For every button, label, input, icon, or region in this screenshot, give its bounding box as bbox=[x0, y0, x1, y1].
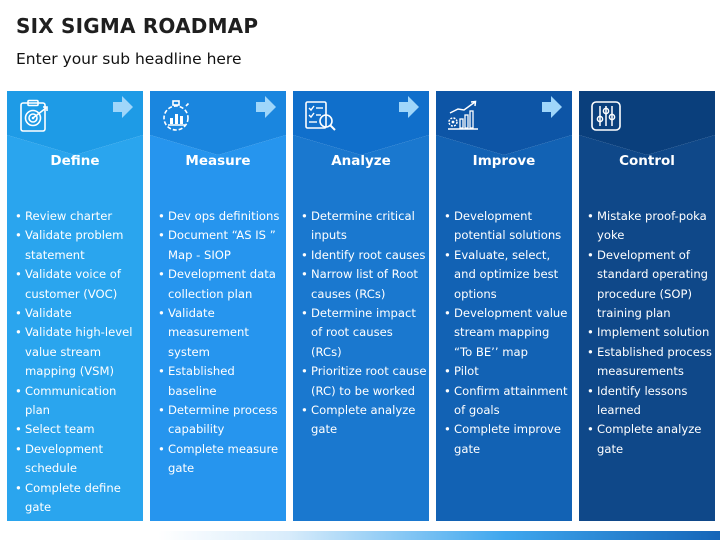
column-title: Improve bbox=[472, 153, 536, 169]
list-item: Established baseline bbox=[158, 362, 284, 401]
header-wedge-shape bbox=[150, 91, 286, 201]
list-item: Select team bbox=[15, 420, 141, 440]
list-item: Determine process capability bbox=[158, 401, 284, 440]
list-item: Development potential solutions bbox=[444, 207, 570, 246]
column-header: Analyze bbox=[293, 91, 429, 201]
list-item: Development value stream mapping “To BE’… bbox=[444, 304, 570, 362]
list-item: Communication plan bbox=[15, 382, 141, 421]
list-item: Confirm attainment of goals bbox=[444, 382, 570, 421]
column-item-list: Development potential solutions Evaluate… bbox=[444, 207, 570, 459]
header-wedge-shape bbox=[579, 91, 715, 201]
stopwatch-chart-icon bbox=[163, 100, 190, 131]
list-item: Review charter bbox=[15, 207, 141, 227]
column-body: Development potential solutions Evaluate… bbox=[436, 201, 572, 521]
bottom-accent-bar bbox=[0, 531, 720, 540]
list-item: Narrow list of Root causes (RCs) bbox=[301, 265, 427, 304]
column-item-list: Mistake proof-poka yoke Development of s… bbox=[587, 207, 713, 459]
column-body: Mistake proof-poka yoke Development of s… bbox=[579, 201, 715, 521]
list-item: Dev ops definitions bbox=[158, 207, 284, 227]
header-wedge-shape bbox=[7, 91, 143, 201]
list-item: Identify lessons learned bbox=[587, 382, 713, 421]
column-item-list: Dev ops definitions Document “AS IS ” Ma… bbox=[158, 207, 284, 479]
arrow-right-icon bbox=[542, 96, 562, 118]
column-title: Control bbox=[619, 153, 675, 169]
column-header: Define bbox=[7, 91, 143, 201]
roadmap-column-improve: Improve Development potential solutions … bbox=[436, 91, 572, 521]
list-item: Evaluate, select, and optimize best opti… bbox=[444, 246, 570, 304]
roadmap-column-define: Define Review charter Validate problem s… bbox=[7, 91, 143, 521]
list-item: Validate problem statement bbox=[15, 226, 141, 265]
column-body: Determine critical inputs Identify root … bbox=[293, 201, 429, 521]
list-item: Complete improve gate bbox=[444, 420, 570, 459]
list-item: Validate high-level value stream mapping… bbox=[15, 323, 141, 381]
roadmap-column-measure: Measure Dev ops definitions Document “AS… bbox=[150, 91, 286, 521]
column-item-list: Determine critical inputs Identify root … bbox=[301, 207, 427, 440]
column-header: Control bbox=[579, 91, 715, 201]
page-subtitle: Enter your sub headline here bbox=[16, 50, 242, 68]
list-item: Determine impact of root causes (RCs) bbox=[301, 304, 427, 362]
arrow-right-icon bbox=[256, 96, 276, 118]
column-body: Review charter Validate problem statemen… bbox=[7, 201, 143, 521]
list-item: Document “AS IS ” Map - SIOP bbox=[158, 226, 284, 265]
roadmap-column-control: Control Mistake proof-poka yoke Developm… bbox=[579, 91, 715, 521]
list-item: Determine critical inputs bbox=[301, 207, 427, 246]
column-body: Dev ops definitions Document “AS IS ” Ma… bbox=[150, 201, 286, 521]
target-clipboard-icon bbox=[20, 99, 48, 132]
slider-controls-icon bbox=[591, 101, 621, 131]
column-title: Measure bbox=[185, 153, 251, 169]
list-item: Complete measure gate bbox=[158, 440, 284, 479]
column-header: Improve bbox=[436, 91, 572, 201]
header-wedge-shape bbox=[436, 91, 572, 201]
list-item: Identify root causes bbox=[301, 246, 427, 266]
roadmap-column-analyze: Analyze Determine critical inputs Identi… bbox=[293, 91, 429, 521]
list-item: Validate measurement system bbox=[158, 304, 284, 362]
list-item: Pilot bbox=[444, 362, 570, 382]
column-header: Measure bbox=[150, 91, 286, 201]
column-title: Define bbox=[50, 153, 100, 169]
list-item: Complete analyze gate bbox=[587, 420, 713, 459]
checklist-magnifier-icon bbox=[305, 101, 336, 131]
column-title: Analyze bbox=[331, 153, 391, 169]
list-item: Validate bbox=[15, 304, 141, 324]
list-item: Implement solution bbox=[587, 323, 713, 343]
list-item: Development data collection plan bbox=[158, 265, 284, 304]
list-item: Mistake proof-poka yoke bbox=[587, 207, 713, 246]
arrow-right-icon bbox=[113, 96, 133, 118]
page-title: SIX SIGMA ROADMAP bbox=[16, 14, 259, 38]
list-item: Complete analyze gate bbox=[301, 401, 427, 440]
list-item: Established process measurements bbox=[587, 343, 713, 382]
header-wedge-shape bbox=[293, 91, 429, 201]
list-item: Development schedule bbox=[15, 440, 141, 479]
list-item: Development of standard operating proced… bbox=[587, 246, 713, 324]
column-item-list: Review charter Validate problem statemen… bbox=[15, 207, 141, 518]
roadmap-columns: Define Review charter Validate problem s… bbox=[7, 91, 715, 521]
list-item: Validate voice of customer (VOC) bbox=[15, 265, 141, 304]
list-item: Prioritize root cause (RC) to be worked bbox=[301, 362, 427, 401]
gear-growth-chart-icon bbox=[448, 100, 478, 130]
arrow-right-icon bbox=[399, 96, 419, 118]
list-item: Complete define gate bbox=[15, 479, 141, 518]
